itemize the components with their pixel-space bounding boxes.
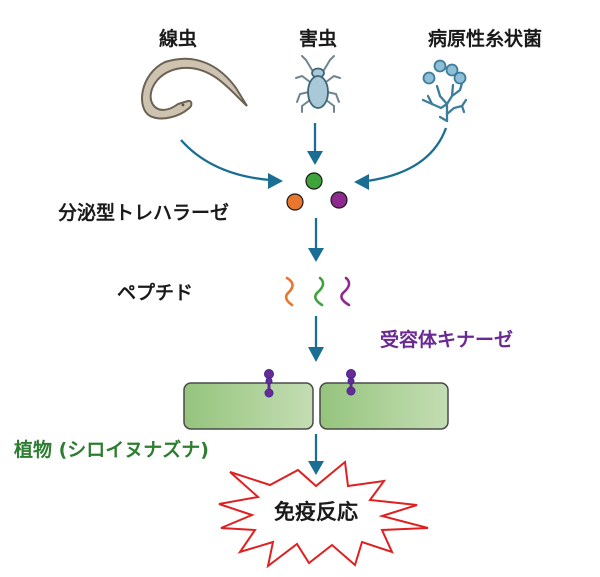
plant-cell-left [183,382,314,430]
peptide-squiggle-green [313,276,325,307]
filamentous-fungus-icon [421,59,468,123]
immune-response-label: 免疫反応 [274,500,358,524]
plant-cell-right [319,382,449,430]
trehalase-dot-orange [286,193,304,211]
arrow-pest-to-enzyme [307,123,323,165]
immune-response-starburst [218,460,429,569]
peptide-label: ペプチド [117,282,194,304]
source-label-fungus: 病原性糸状菌 [427,28,543,50]
plant-label: 植物 (シロイヌナズナ) [14,439,209,461]
arrow-plant-to-response [308,434,324,475]
enzyme-label: 分泌型トレハラーゼ [58,202,230,224]
receptor-kinase-label: 受容体キナーゼ [380,329,514,351]
peptide-squiggle-purple [340,276,351,307]
insect-icon [295,55,341,113]
source-label-pest: 害虫 [298,28,338,50]
receptor-kinase-right [346,369,356,396]
arrow-fungus-to-enzyme [354,127,448,190]
arrow-enzyme-to-peptide [308,218,324,262]
receptor-kinase-left [264,369,274,398]
trehalase-dot-purple [330,191,348,209]
peptide-squiggle-orange [284,276,294,307]
nematode-icon [141,57,248,120]
trehalase-dot-green [305,172,323,190]
source-label-nematode: 線虫 [158,28,198,50]
arrow-peptide-to-receptor [308,316,324,362]
arrow-nematode-to-enzyme [180,139,283,189]
